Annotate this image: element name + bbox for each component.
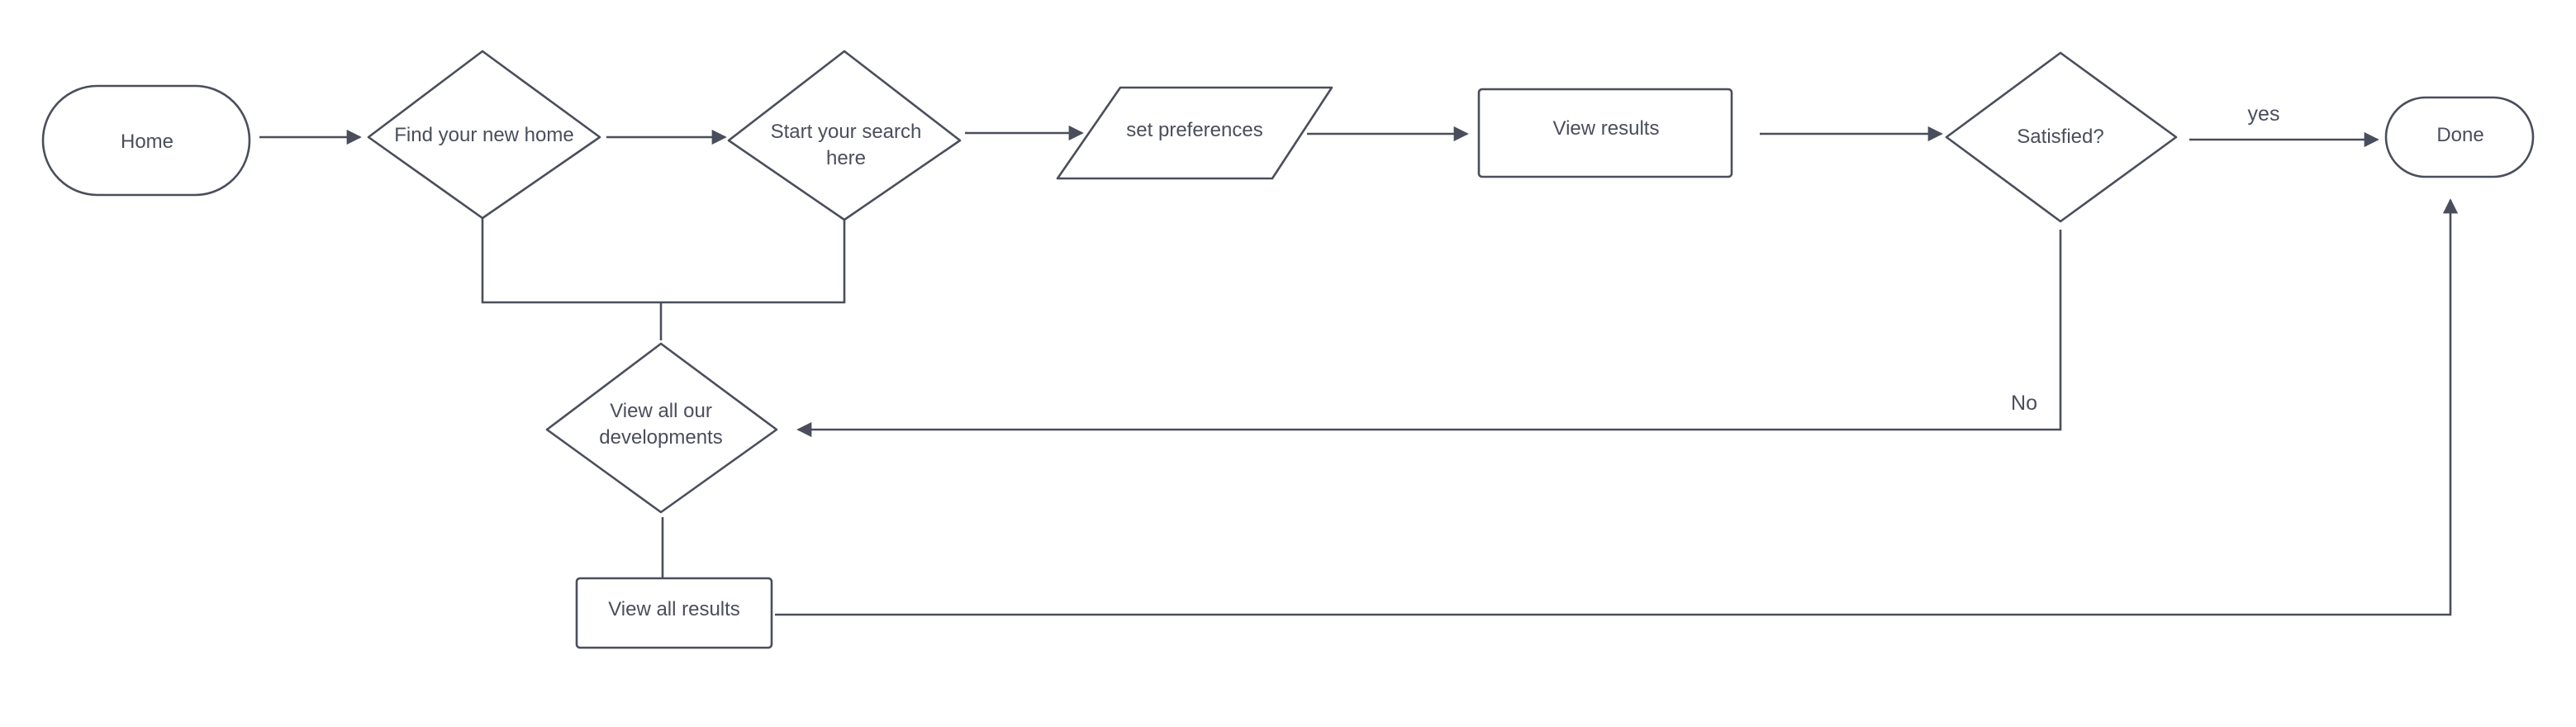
node-done-shape[interactable]: [2384, 96, 2535, 178]
node-view-developments-label: View all our developments: [599, 400, 723, 449]
node-satisfied-shape[interactable]: [1945, 51, 2178, 223]
node-view-results-shape[interactable]: [1477, 88, 1733, 178]
nodes: [41, 50, 2535, 649]
node-view-all-results-shape[interactable]: [575, 577, 773, 649]
edge-label-no: No: [2011, 392, 2037, 415]
edge-satisfied-no-to-developments: [796, 230, 2062, 438]
node-find-home-shape[interactable]: [367, 50, 601, 220]
edge-all-results-to-done: [775, 198, 2459, 616]
edge-label-yes: yes: [2247, 102, 2280, 126]
node-home-shape[interactable]: [41, 84, 251, 197]
node-done-label: Done: [2436, 124, 2484, 146]
node-home-label: Home: [120, 131, 174, 153]
node-view-developments-shape[interactable]: [545, 342, 778, 514]
node-satisfied-label: Satisfied?: [2017, 126, 2104, 148]
connectors: [259, 125, 2459, 616]
node-view-results-label: View results: [1552, 117, 1660, 140]
node-find-home-label: Find your new home: [394, 124, 574, 146]
node-set-preferences-label: set preferences: [1126, 119, 1263, 141]
edge-find-start-merge: [481, 218, 846, 304]
node-start-search-shape[interactable]: [727, 50, 962, 221]
node-view-all-results-label: View all results: [608, 598, 740, 620]
node-start-search-label: Start your search here: [770, 121, 922, 169]
node-set-preferences-shape[interactable]: [1056, 86, 1333, 180]
